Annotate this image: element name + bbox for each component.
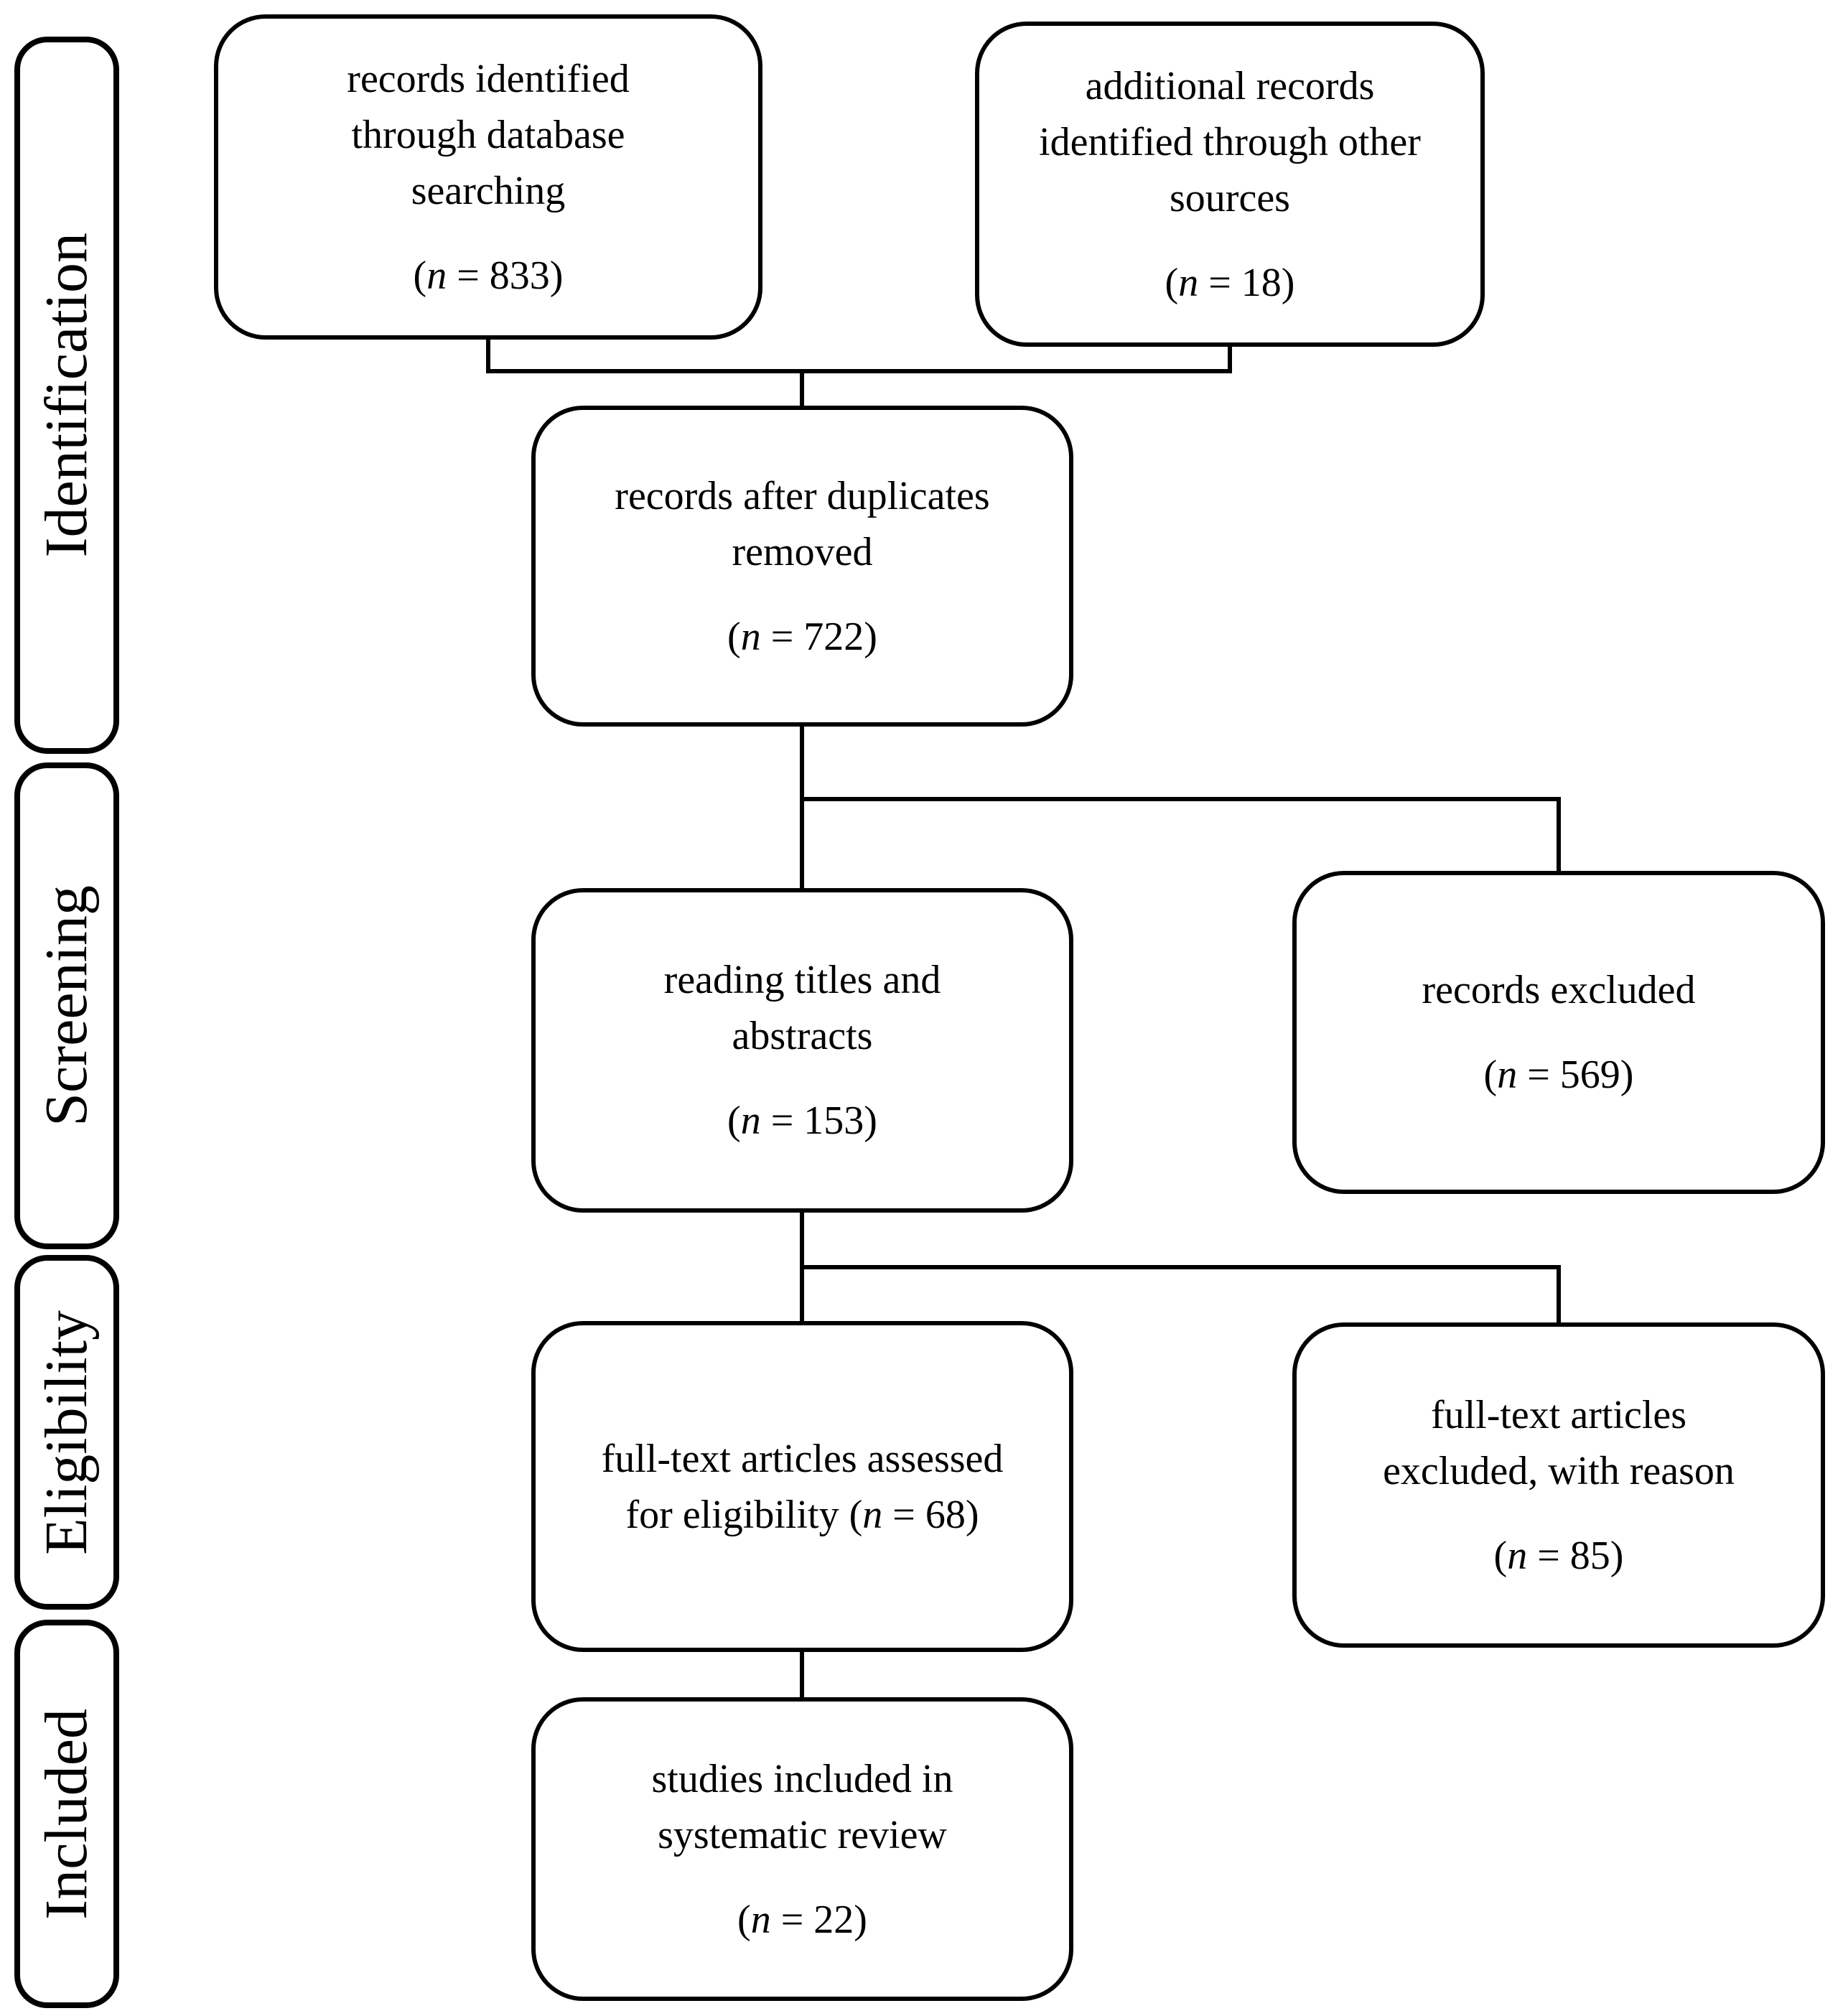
stage-box-identification: Identification [14,37,119,754]
box-text-line: for eligibility (n = 68) [625,1492,979,1537]
box-n-count: (n = 722) [727,614,877,659]
stage-label-screening: Screening [33,885,100,1126]
box-n-count: (n = 22) [737,1897,867,1942]
box-text-line: removed [732,529,873,574]
stage-box-included: Included [14,1620,119,2008]
flow-box-included-studies: studies included in systematic review (n =… [531,1697,1073,2001]
n-symbol: n [740,614,761,659]
flow-box-fulltext-assessed: full-text articles assessed for eligibili… [531,1321,1073,1652]
flow-box-db-records: records identified through database search… [214,14,762,340]
flow-box-records-excluded: records excluded (n = 569) [1292,871,1825,1194]
stage-label-eligibility: Eligibility [33,1310,100,1555]
connector-to-fulltext-excluded [1557,1265,1561,1325]
box-text-line: sources [1170,175,1290,220]
connector-merge-horizontal [486,369,1232,373]
n-symbol: n [750,1897,771,1942]
box-text-line: abstracts [732,1014,873,1058]
box-text-line: searching [411,168,566,213]
connector-other-records-down [1228,345,1232,373]
flow-box-other-records: additional records identified through oth… [975,22,1485,347]
stage-box-screening: Screening [14,762,119,1249]
box-text-line: full-text articles [1430,1392,1687,1437]
connector-duplicates-to-screening [800,724,804,891]
n-symbol: n [426,253,447,298]
box-n-count: (n = 18) [1165,260,1295,305]
box-text-line: records after duplicates [615,473,990,518]
box-text-line: full-text articles assessed [601,1436,1004,1481]
box-text-line: through database [351,112,625,157]
flow-box-titles-abstracts: reading titles and abstracts (n = 153) [531,888,1073,1213]
connector-to-after-duplicates [800,369,804,409]
connector-to-included [800,1649,804,1700]
box-n-count: (n = 833) [413,253,564,298]
connector-to-records-excluded [1557,797,1561,874]
stage-label-identification: Identification [33,233,100,558]
connector-db-records-down [486,337,490,373]
flow-box-after-duplicates: records after duplicates removed (n = 722) [531,406,1073,727]
box-text-line: identified through other [1039,119,1421,164]
box-text-line: systematic review [658,1812,947,1857]
flow-box-fulltext-excluded: full-text articles excluded, with reason (… [1292,1322,1825,1648]
box-n-count: (n = 85) [1493,1533,1624,1578]
box-n-count: (n = 153) [727,1098,877,1143]
n-symbol: n [1497,1053,1518,1097]
n-symbol: n [1507,1533,1528,1578]
connector-eligibility-branch [800,1265,1561,1269]
box-text-line: excluded, with reason [1383,1448,1735,1493]
box-n-count: (n = 569) [1483,1053,1634,1097]
n-symbol: n [1178,260,1199,305]
stage-label-included: Included [33,1708,100,1920]
box-text-line: records excluded [1422,968,1696,1012]
box-text-line: reading titles and [663,958,941,1002]
box-text-line: studies included in [651,1756,953,1801]
n-symbol: n [862,1492,883,1537]
stage-box-eligibility: Eligibility [14,1255,119,1610]
box-text-line: records identified [347,56,630,101]
n-symbol: n [740,1098,761,1143]
box-text-line: additional records [1085,63,1375,108]
connector-screening-branch [800,797,1561,801]
